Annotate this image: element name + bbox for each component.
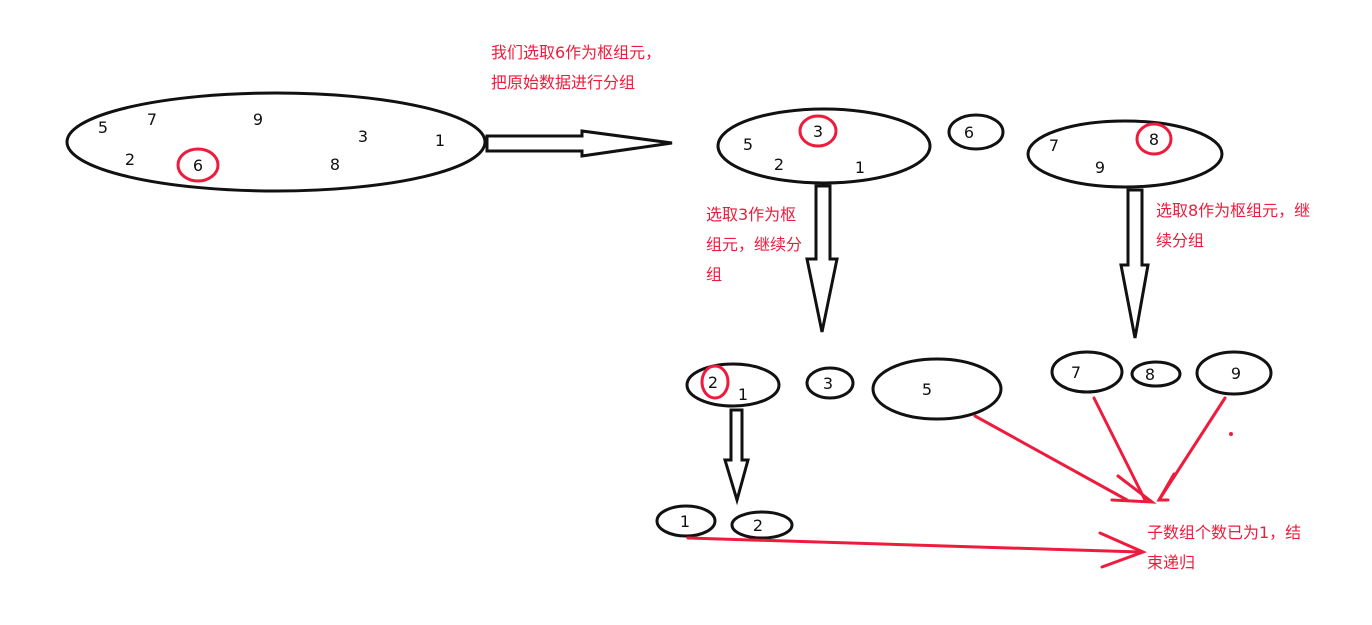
left-pivot-value-3: 3 <box>813 122 823 141</box>
final-a-group: 1 <box>655 504 717 538</box>
original-value-3: 3 <box>358 127 368 146</box>
right-right-single-group: 9 <box>1195 350 1273 396</box>
step3-annotation: 选取8作为枢组元，继续分组 <box>1156 201 1311 250</box>
final-b-ellipse <box>730 510 794 540</box>
right-partition-ellipse <box>1026 119 1224 189</box>
right-down-arrow <box>1119 188 1150 339</box>
right-left-single-group: 7 <box>1050 350 1124 394</box>
final-b-group: 2 <box>730 510 794 540</box>
end-arrow-head-main <box>1110 474 1157 504</box>
left-right-single-value-5: 5 <box>922 380 932 399</box>
red-dot <box>1229 432 1233 436</box>
right-value-9: 9 <box>1095 158 1105 177</box>
left-sub-value-1: 1 <box>738 385 748 404</box>
original-array-group: 5 7 9 3 1 2 6 8 <box>65 91 487 193</box>
right-left-single-value-7: 7 <box>1071 363 1081 382</box>
right-right-single-ellipse <box>1195 350 1273 396</box>
right-pivot-highlight-circle <box>1135 122 1173 156</box>
right-pivot-single-ellipse <box>1130 360 1182 388</box>
final-a-ellipse <box>655 504 717 538</box>
step2-annotation: 选取3作为枢组元，继续分组 <box>706 205 803 284</box>
original-value-7: 7 <box>147 110 157 129</box>
final-a-value-1: 1 <box>680 512 690 531</box>
right-left-single-ellipse <box>1050 350 1124 394</box>
left-pivot-highlight-circle <box>798 114 838 148</box>
right-pivot-value-8: 8 <box>1149 130 1159 149</box>
right-partition-group: 8 7 9 <box>1026 119 1224 189</box>
left-partition-group: 3 5 2 1 <box>716 107 932 185</box>
right-pivot-single-value-8: 8 <box>1145 365 1155 384</box>
left-down-arrow <box>805 184 839 333</box>
final-b-value-2: 2 <box>753 516 763 535</box>
left-right-single-group: 5 <box>871 357 1003 421</box>
end-arrows <box>686 396 1227 569</box>
left-value-1: 1 <box>855 158 865 177</box>
left-pivot-single-group: 3 <box>805 366 855 400</box>
left-sub-pivot-value-2: 2 <box>708 373 718 392</box>
left-right-single-ellipse <box>871 357 1003 421</box>
left-pivot-single-ellipse <box>805 366 855 400</box>
left-value-2: 2 <box>774 155 784 174</box>
original-array-ellipse <box>65 91 487 193</box>
end-arrow-from-5 <box>973 414 1129 502</box>
original-value-5: 5 <box>98 118 108 137</box>
step1-annotation: 我们选取6作为枢组元，把原始数据进行分组 <box>491 43 662 92</box>
left-pivot-single-value-3: 3 <box>823 374 833 393</box>
original-value-9: 9 <box>253 110 263 129</box>
end-arrow-from-bottom <box>686 536 1142 554</box>
left-value-5: 5 <box>743 135 753 154</box>
original-value-2: 2 <box>125 150 135 169</box>
right-pivot-single-group: 8 <box>1130 360 1182 388</box>
left-sub-group: 2 1 <box>685 362 781 408</box>
original-value-1: 1 <box>435 131 445 150</box>
original-pivot-value-6: 6 <box>193 156 203 175</box>
end-arrow-head-right <box>1156 472 1176 502</box>
pivot-single-value-6: 6 <box>964 123 974 142</box>
pivot-single-ellipse <box>947 113 1005 151</box>
original-value-8: 8 <box>330 155 340 174</box>
right-right-single-value-9: 9 <box>1231 364 1241 383</box>
right-value-7: 7 <box>1049 136 1059 155</box>
left-sub-ellipse <box>685 362 781 408</box>
end-arrow-head-bottom <box>1098 531 1148 569</box>
pivot-single-group: 6 <box>947 113 1005 151</box>
end-annotation: 子数组个数已为1，结束递归 <box>1147 523 1302 572</box>
left-partition-ellipse <box>716 107 932 185</box>
end-arrow-from-7 <box>1092 396 1147 502</box>
partition-arrow <box>485 129 673 158</box>
left-sub-pivot-highlight-circle <box>700 364 730 400</box>
pivot-highlight-circle <box>176 147 220 183</box>
small-down-arrow <box>722 408 750 506</box>
